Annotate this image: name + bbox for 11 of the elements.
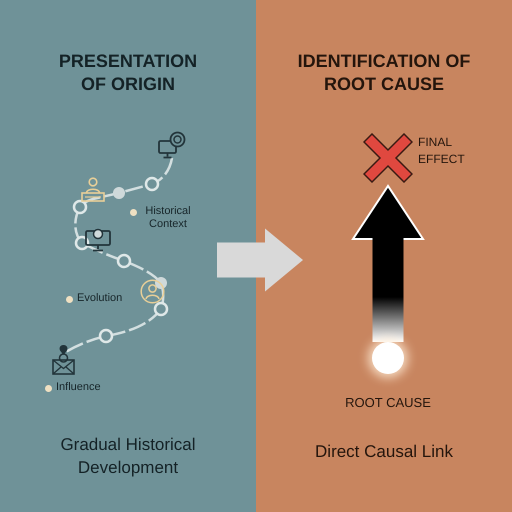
glowing-circle — [372, 342, 404, 374]
panel-title: IDENTIFICATION OF ROOT CAUSE — [296, 50, 472, 96]
point-label: Influence — [56, 381, 101, 394]
cross-mark — [363, 133, 413, 183]
panel — [0, 0, 256, 512]
panel-caption: Gradual Historical Development — [59, 434, 197, 479]
panel-title: PRESENTATION OF ORIGIN — [58, 50, 198, 96]
panel-caption: Direct Causal Link — [315, 441, 453, 463]
node-caption: FINAL EFFECT — [418, 134, 466, 168]
panel — [256, 0, 512, 512]
node-caption: ROOT CAUSE — [345, 395, 431, 411]
